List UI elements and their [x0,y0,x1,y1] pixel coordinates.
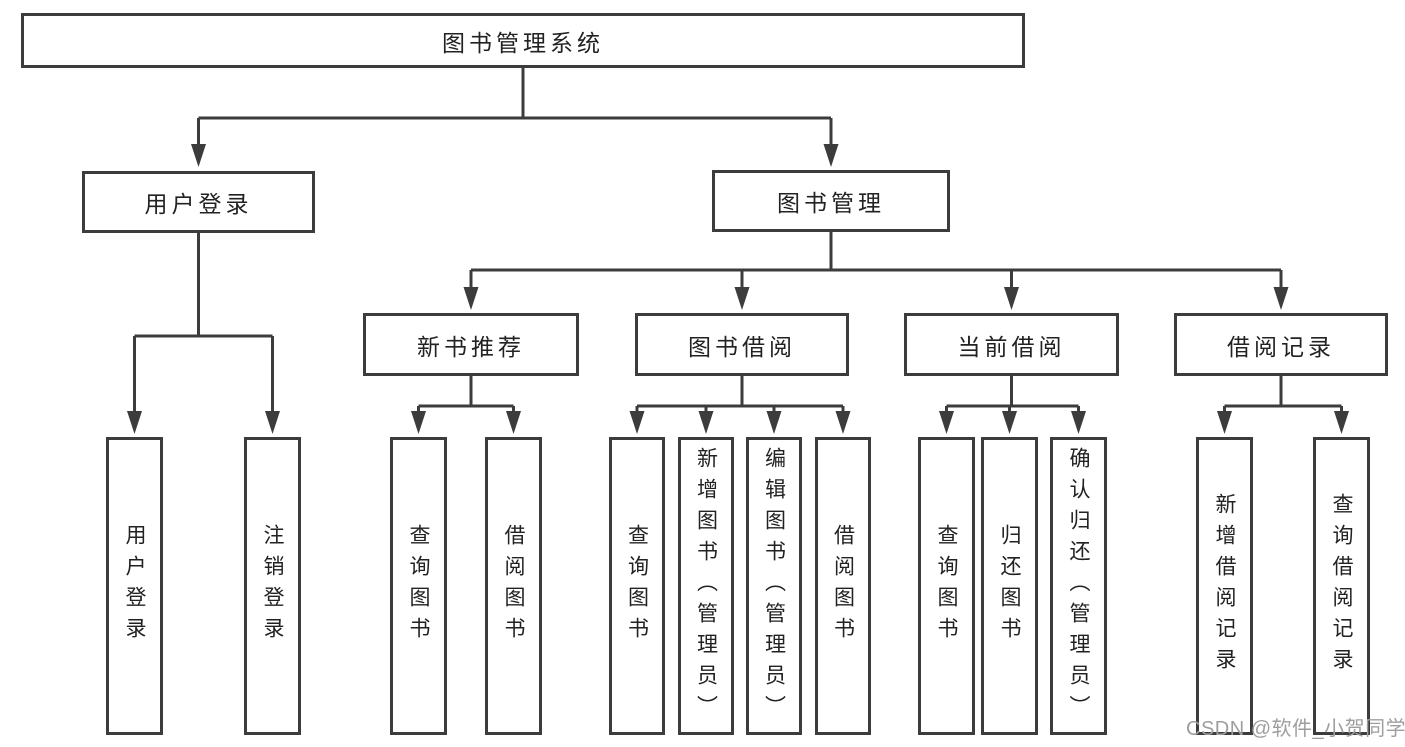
connector-current-borrow [939,376,1086,434]
node-book-mgmt: 图书管理 [712,170,950,232]
node-user-login: 用户登录 [82,171,315,233]
leaf-add-borrow-record: 新增借阅记录 [1196,437,1253,735]
leaf-add-books-admin: 新增图书（管理员） [678,437,734,735]
connector-borrow-record [1217,376,1349,434]
connector-new-book-rec [411,376,521,434]
leaf-query-books-rec: 查询图书 [390,437,447,735]
csdn-watermark: CSDN @软件_小贺同学 [1186,718,1405,740]
connector-book-mgmt [463,232,1289,310]
node-book-borrow: 图书借阅 [635,313,849,376]
node-borrow-record: 借阅记录 [1174,313,1388,376]
connector-book-borrow [629,376,851,434]
leaf-borrow-books: 借阅图书 [815,437,871,735]
node-current-borrow: 当前借阅 [904,313,1119,376]
connector-user-login [127,233,280,434]
leaf-confirm-return-admin: 确认归还（管理员） [1050,437,1107,735]
node-new-book-rec: 新书推荐 [363,313,579,376]
leaf-query-books-current: 查询图书 [918,437,975,735]
connector-root [191,68,839,167]
leaf-query-borrow-record: 查询借阅记录 [1313,437,1370,735]
leaf-user-login: 用户登录 [106,437,163,735]
leaf-borrow-books-rec: 借阅图书 [485,437,542,735]
node-root: 图书管理系统 [21,13,1025,68]
leaf-query-books-borrow: 查询图书 [609,437,665,735]
leaf-return-books: 归还图书 [981,437,1038,735]
leaf-edit-books-admin: 编辑图书（管理员） [746,437,802,735]
leaf-logout: 注销登录 [244,437,301,735]
